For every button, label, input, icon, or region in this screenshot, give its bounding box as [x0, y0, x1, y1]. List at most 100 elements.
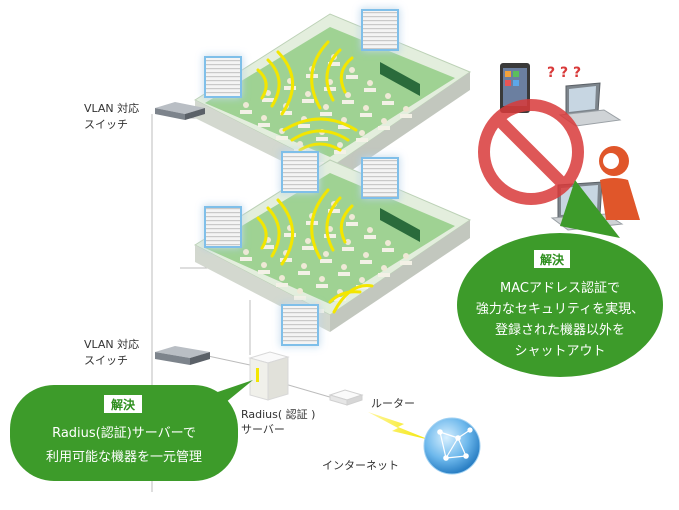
student-desk — [378, 126, 390, 130]
vlan-switch-top-label: VLAN 対応 — [84, 101, 139, 115]
student-figure — [349, 214, 355, 220]
student-desk — [364, 235, 376, 239]
callout-left-line1: Radius(認証)サーバーで — [52, 425, 196, 441]
student-desk — [316, 137, 328, 141]
radius-server-label: サーバー — [241, 423, 285, 436]
radius-server-label: Radius( 認証 ) — [241, 407, 315, 421]
student-desk — [294, 296, 306, 300]
access-point-icon — [281, 304, 319, 346]
student-desk — [334, 150, 346, 154]
student-figure — [385, 93, 391, 99]
student-desk — [298, 271, 310, 275]
solution-badge — [104, 395, 142, 413]
student-desk — [298, 124, 310, 128]
callout-right-line1: MACアドレス認証で — [500, 280, 620, 296]
student-figure — [305, 238, 311, 244]
callout-right-line3: 登録された機器以外を — [495, 323, 625, 338]
student-figure — [323, 104, 329, 110]
student-desk — [262, 98, 274, 102]
student-figure — [297, 288, 303, 294]
student-figure — [341, 117, 347, 123]
student-desk — [382, 101, 394, 105]
switch-icon — [155, 346, 210, 365]
access-point-icon — [204, 56, 242, 98]
prohibited-icon — [478, 99, 584, 205]
callout-radius — [10, 380, 253, 481]
student-desk — [400, 261, 412, 265]
student-figure — [381, 265, 387, 271]
student-desk — [276, 136, 288, 140]
access-point-icon — [361, 9, 399, 51]
student-desk — [338, 125, 350, 129]
router-icon — [328, 389, 364, 406]
internet-globe-icon — [423, 417, 481, 475]
student-desk — [240, 257, 252, 261]
student-figure — [261, 115, 267, 121]
student-desk — [346, 75, 358, 79]
student-figure — [403, 106, 409, 112]
student-desk — [356, 138, 368, 142]
student-desk — [324, 234, 336, 238]
switch-icon — [155, 102, 205, 120]
student-desk — [378, 273, 390, 277]
student-desk — [284, 233, 296, 237]
student-desk — [328, 209, 340, 213]
laptop-icon — [558, 82, 622, 127]
student-desk — [334, 297, 346, 301]
student-desk — [258, 123, 270, 127]
student-desk — [316, 284, 328, 288]
student-desk — [280, 111, 292, 115]
tablet-icon — [500, 63, 530, 113]
student-figure — [261, 262, 267, 268]
students-upper — [240, 54, 412, 166]
student-figure — [279, 275, 285, 281]
callout-right-line4: シャットアウト — [514, 344, 605, 359]
blackboard — [380, 62, 420, 96]
student-desk — [262, 245, 274, 249]
student-figure — [297, 141, 303, 147]
student-desk — [258, 270, 270, 274]
blackboard — [380, 208, 420, 242]
router-label: ルーター — [371, 397, 415, 410]
person-icon — [599, 146, 640, 220]
student-figure — [323, 251, 329, 257]
access-point-icon — [204, 206, 242, 248]
student-figure — [337, 142, 343, 148]
student-figure — [367, 80, 373, 86]
student-figure — [359, 277, 365, 283]
student-desk — [342, 247, 354, 251]
student-figure — [367, 227, 373, 233]
callout-left-line2: 利用可能な機器を一元管理 — [46, 450, 202, 465]
question-marks: ? ? ? — [547, 65, 581, 81]
student-desk — [320, 112, 332, 116]
wifi-signals — [256, 40, 374, 314]
student-figure — [385, 240, 391, 246]
vlan-switch-bottom-label: スイッチ — [84, 354, 128, 367]
student-figure — [345, 92, 351, 98]
student-figure — [363, 105, 369, 111]
server-icon — [248, 351, 290, 401]
student-figure — [403, 253, 409, 259]
student-desk — [400, 114, 412, 118]
student-figure — [381, 118, 387, 124]
student-figure — [363, 252, 369, 258]
student-desk — [364, 88, 376, 92]
student-desk — [338, 272, 350, 276]
connection-bolt — [368, 412, 430, 440]
solution-badge — [534, 250, 570, 268]
vlan-switch-bottom-label: VLAN 対応 — [84, 337, 139, 351]
student-figure — [305, 91, 311, 97]
student-desk — [346, 222, 358, 226]
access-point-icon — [281, 151, 319, 193]
student-desk — [328, 62, 340, 66]
student-figure — [345, 239, 351, 245]
solution-badge-text: 解決 — [111, 397, 136, 412]
access-point-icon — [361, 157, 399, 199]
student-desk — [276, 283, 288, 287]
student-figure — [243, 249, 249, 255]
student-figure — [349, 67, 355, 73]
student-figure — [319, 276, 325, 282]
solution-badge-text: 解決 — [540, 252, 565, 267]
access-points — [204, 9, 399, 346]
